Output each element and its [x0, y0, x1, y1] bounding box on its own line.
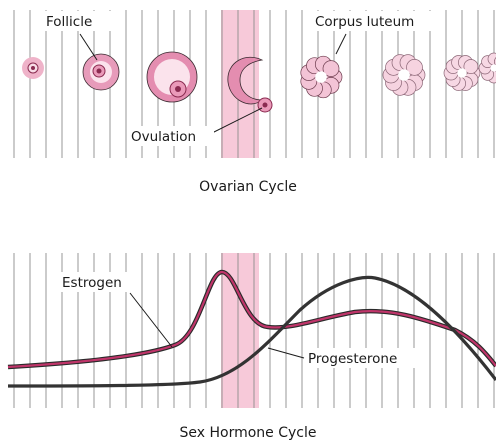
- estrogen-label: Estrogen: [62, 275, 122, 291]
- partial-corpus-icon: [479, 53, 496, 83]
- primordial-follicle-icon: [22, 57, 44, 79]
- corpus-luteum-label: Corpus luteum: [315, 14, 414, 30]
- progesterone-label: Progesterone: [308, 351, 397, 367]
- hormone-panel: Estrogen Progesterone Sex Hormone Cycle: [8, 253, 496, 441]
- corpus-luteum-leader-line: [336, 34, 346, 54]
- corpus-albicans-icon: [444, 56, 480, 91]
- ovulation-label: Ovulation: [131, 129, 196, 145]
- growing-follicle-icon: [83, 54, 119, 90]
- degenerating-corpus-luteum-icon: [383, 55, 425, 96]
- estrogen-leader-line: [130, 293, 172, 347]
- sex-hormone-cycle-caption: Sex Hormone Cycle: [180, 425, 317, 441]
- corpus-luteum-icon: [301, 56, 342, 98]
- ovarian-cycle-caption: Ovarian Cycle: [199, 179, 297, 195]
- mature-follicle-icon: [147, 52, 197, 102]
- ovarian-panel: Follicle Corpus luteum Ovulation Ovarian…: [14, 10, 496, 195]
- follicle-label: Follicle: [46, 14, 92, 30]
